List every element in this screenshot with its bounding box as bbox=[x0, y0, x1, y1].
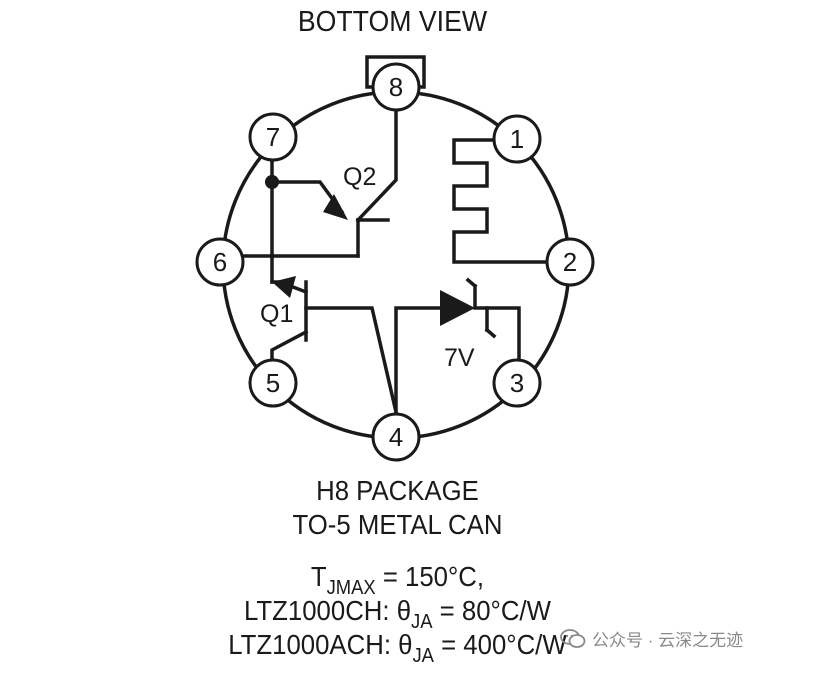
spec-ach: LTZ1000ACH: θJA = 400°C/W bbox=[32, 628, 763, 673]
spec-tjmax-sub: JMAX bbox=[326, 577, 376, 599]
q2-emitter-arrow bbox=[323, 194, 348, 220]
spec-tjmax-t: T bbox=[310, 561, 327, 592]
zener-cathode bbox=[473, 284, 489, 332]
spec-ch-value: = 80°C/W bbox=[432, 595, 551, 626]
pin-1-circle bbox=[492, 114, 542, 164]
pin-3-label: 3 bbox=[510, 368, 524, 398]
spec-ach-value: = 400°C/W bbox=[433, 629, 567, 660]
pin-1-label: 1 bbox=[510, 124, 524, 154]
q2-collector bbox=[355, 103, 398, 223]
heater-resistor bbox=[452, 138, 550, 264]
spec-ach-sub: JA bbox=[412, 645, 434, 667]
q1-base-to-pin4 bbox=[304, 306, 399, 415]
pin-2-circle bbox=[545, 237, 595, 287]
spec-tjmax: TJMAX = 150°C, bbox=[32, 560, 763, 605]
pin-8-label: 8 bbox=[389, 72, 403, 102]
watermark: 公众号 · 云深之无迹 bbox=[560, 626, 743, 651]
pin-6-circle bbox=[195, 237, 245, 287]
watermark-text: 公众号 · 云深之无迹 bbox=[592, 631, 744, 650]
q1-label: Q1 bbox=[260, 300, 293, 328]
pin-5-label: 5 bbox=[266, 368, 280, 398]
spec-ch-sub: JA bbox=[411, 611, 433, 633]
q2-label: Q2 bbox=[343, 163, 376, 191]
pin-7-circle bbox=[248, 112, 298, 162]
pin-8-circle bbox=[371, 62, 421, 112]
zener-triangle bbox=[440, 290, 475, 326]
pin-7-label: 7 bbox=[266, 122, 280, 152]
pin-3-circle bbox=[492, 358, 542, 408]
spec-ach-part: LTZ1000ACH: θ bbox=[228, 629, 413, 660]
zener-cathode-bend-top bbox=[465, 277, 478, 289]
pin-5-circle bbox=[248, 358, 298, 408]
package-name: H8 PACKAGE bbox=[316, 475, 479, 506]
spec-tjmax-value: = 150°C, bbox=[375, 561, 485, 592]
pin-4-circle bbox=[371, 412, 421, 462]
package-type: TO-5 METAL CAN bbox=[292, 509, 503, 540]
pin-4-label: 4 bbox=[389, 422, 403, 452]
zener-anode-wire bbox=[394, 306, 442, 414]
q1-collector bbox=[270, 329, 309, 364]
zener-cathode-wire bbox=[485, 306, 521, 362]
pin-2-label: 2 bbox=[563, 247, 577, 277]
q1-emitter-arrow bbox=[272, 276, 296, 298]
zener-label: 7V bbox=[444, 344, 475, 372]
pin-6-label: 6 bbox=[213, 247, 227, 277]
spec-ch: LTZ1000CH: θJA = 80°C/W bbox=[32, 594, 763, 639]
spec-ch-part: LTZ1000CH: θ bbox=[244, 595, 412, 626]
zener-cathode-bend-bot bbox=[484, 327, 497, 339]
wechat-icon bbox=[560, 628, 586, 648]
junction-dot bbox=[265, 175, 279, 189]
diagram-title: BOTTOM VIEW bbox=[297, 6, 488, 38]
